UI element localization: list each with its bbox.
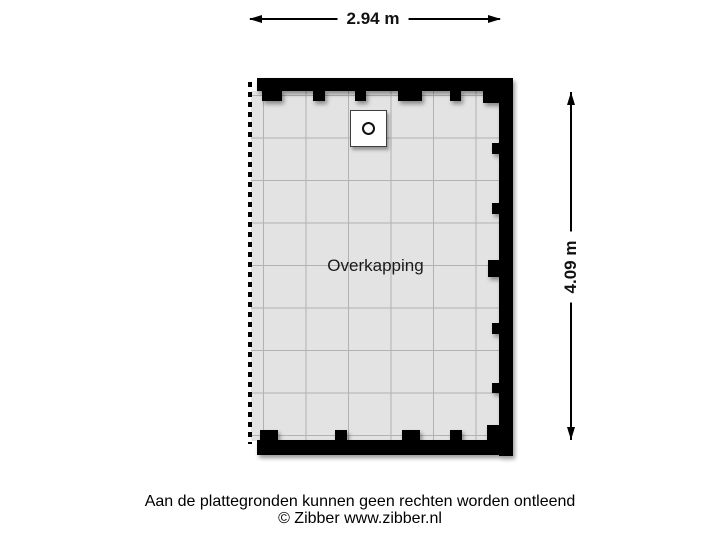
arrow-left-icon (249, 14, 262, 23)
wall-post (450, 91, 461, 101)
wall-post (402, 430, 420, 440)
wall-post (450, 430, 462, 440)
column-marker (350, 110, 387, 147)
wall-top (257, 78, 513, 91)
wall-post (487, 425, 499, 455)
wall-post (488, 260, 499, 277)
wall-post (492, 383, 499, 393)
wall-right (499, 78, 513, 456)
disclaimer-text: Aan de plattegronden kunnen geen rechten… (144, 493, 576, 510)
room-label: Overkapping (327, 256, 424, 275)
wall-bottom (257, 440, 513, 455)
arrow-down-icon (566, 427, 575, 440)
credit-text: © Zibber www.zibber.nl (278, 510, 442, 527)
wall-post (260, 430, 278, 440)
wall-post (492, 143, 499, 154)
arrow-up-icon (566, 92, 575, 105)
arrow-right-icon (488, 14, 501, 23)
open-side-dashed-line (248, 82, 252, 444)
wall-post (398, 91, 422, 101)
wall-post (492, 323, 499, 334)
wall-post (483, 91, 499, 103)
wall-post (335, 430, 347, 440)
floor-area (251, 91, 499, 441)
wall-post (492, 203, 499, 214)
wall-post (355, 91, 366, 101)
wall-post (262, 91, 282, 101)
wall-post (313, 91, 325, 101)
width-dimension-label: 2.94 m (337, 8, 409, 30)
circle-post-icon (362, 122, 375, 135)
